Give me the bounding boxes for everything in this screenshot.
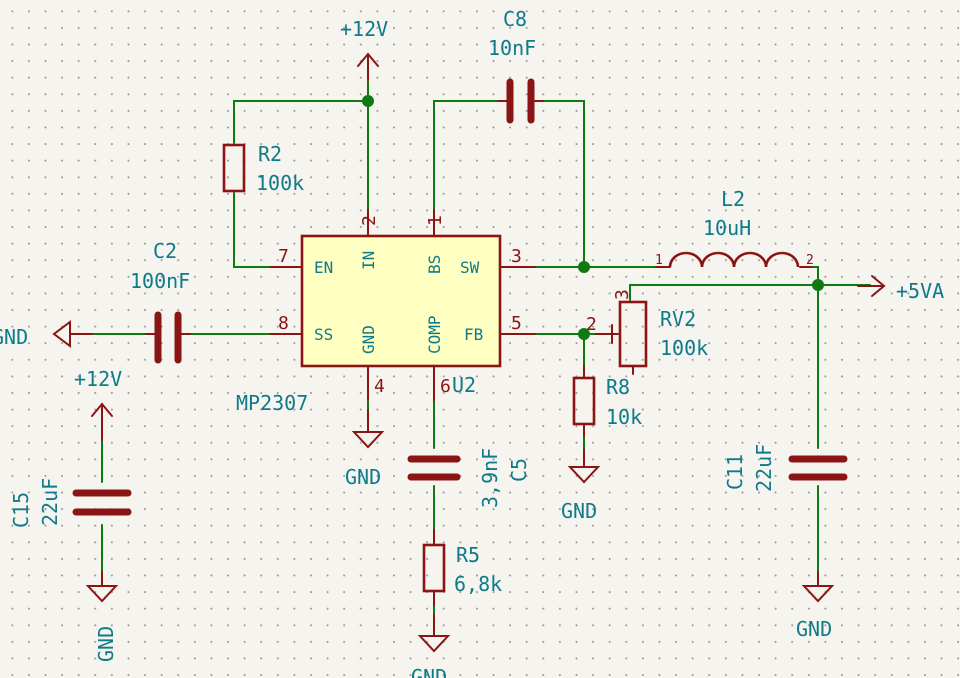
gnd-chip[interactable]: GND — [345, 409, 385, 489]
c2-value: 100nF — [130, 269, 190, 293]
gnd-c5-label: GND — [411, 665, 447, 678]
c8-ref: C8 — [503, 7, 527, 31]
ic-value: MP2307 — [236, 391, 308, 415]
net-label-5va: +5VA — [896, 279, 944, 303]
c15-ref: C15 — [9, 492, 33, 528]
wire-c8-to-sw — [542, 100, 585, 268]
wire-bs-to-c8 — [433, 100, 499, 229]
ic-ref: U2 — [452, 373, 476, 397]
pin-bs-name: BS — [425, 255, 444, 274]
rv2-body — [618, 300, 648, 368]
capacitor-c2[interactable]: C2 100nF — [130, 239, 191, 364]
r2-value: 100k — [256, 171, 304, 195]
gnd-down-icon — [417, 635, 451, 653]
junction-vout — [812, 279, 824, 291]
gnd-down-icon — [351, 431, 385, 449]
resistor-r5[interactable]: R5 6,8k — [422, 529, 502, 606]
c2-ref: C2 — [153, 239, 177, 263]
net-label-12v-left: +12V — [74, 367, 122, 391]
c5-value: 3,9nF — [478, 448, 502, 508]
resistor-r8[interactable]: R8 10k — [572, 365, 642, 437]
power-5va[interactable]: +5VA — [857, 275, 944, 303]
wire-r2-to-12v — [233, 100, 369, 144]
pin-ss-name: SS — [314, 325, 333, 344]
gnd-c11-label: GND — [796, 617, 832, 641]
junctions — [362, 95, 824, 340]
ic-body — [300, 234, 502, 368]
gnd-down-icon — [567, 466, 601, 484]
gnd-chip-label: GND — [345, 465, 381, 489]
l2-pin2: 2 — [806, 253, 814, 268]
rv2-ref: RV2 — [660, 307, 696, 331]
l2-coil — [668, 251, 800, 268]
rv2-value: 100k — [660, 336, 708, 360]
gnd-left-icon — [52, 320, 71, 348]
capacitor-c8[interactable]: C8 10nF — [488, 7, 544, 124]
r5-ref: R5 — [456, 543, 480, 567]
pin-sw-number: 3 — [511, 246, 522, 267]
capacitor-c5[interactable]: 3,9nF C5 — [407, 448, 531, 508]
gnd-down-icon — [85, 585, 119, 603]
r2-ref: R2 — [258, 142, 282, 166]
potentiometer-rv2[interactable]: 2 3 RV2 100k — [586, 289, 708, 375]
pin-ss-number: 8 — [278, 313, 289, 334]
pin-comp-number: 6 — [440, 376, 451, 397]
pin-comp-name: COMP — [425, 315, 444, 354]
pin-sw-name: SW — [460, 258, 480, 277]
r8-ref: R8 — [606, 375, 630, 399]
c8-value: 10nF — [488, 36, 536, 60]
l2-pin1: 1 — [655, 253, 663, 268]
rv2-pin2: 2 — [586, 314, 597, 335]
gnd-c15-label: GND — [94, 626, 118, 662]
c11-value: 22uF — [752, 444, 776, 492]
junction-12v — [362, 95, 374, 107]
power-12v-top[interactable]: +12V — [340, 17, 388, 81]
c11-ref: C11 — [723, 454, 747, 490]
ic-u2[interactable]: 7 8 3 5 4 6 2 1 EN SS SW FB IN BS GND CO… — [236, 209, 536, 415]
r5-value: 6,8k — [454, 572, 502, 596]
gnd-r8[interactable]: GND — [561, 449, 601, 523]
r8-body — [572, 376, 596, 426]
pin-en-name: EN — [314, 258, 333, 277]
pin-gnd-name: GND — [359, 325, 378, 354]
inductor-l2[interactable]: 1 2 L2 10uH — [655, 187, 814, 268]
pin-fb-name: FB — [464, 325, 483, 344]
gnd-c11[interactable]: GND — [796, 571, 835, 641]
rv2-pin3: 3 — [612, 289, 633, 300]
net-label-12v-top: +12V — [340, 17, 388, 41]
gnd-c5[interactable]: GND — [411, 614, 451, 678]
c5-ref: C5 — [507, 458, 531, 482]
l2-value: 10uH — [703, 216, 751, 240]
capacitor-c15[interactable]: C15 22uF — [9, 478, 132, 528]
junction-sw — [578, 261, 590, 273]
resistor-r2[interactable]: R2 100k — [222, 142, 304, 195]
pin-en-number: 7 — [278, 246, 289, 267]
pin-in-number: 2 — [359, 215, 380, 226]
gnd-ss[interactable]: GND — [0, 320, 93, 349]
r8-value: 10k — [606, 405, 642, 429]
r2-body — [222, 143, 246, 193]
pin-bs-number: 1 — [425, 215, 446, 226]
gnd-ss-label: GND — [0, 325, 28, 349]
gnd-down-icon — [801, 585, 835, 603]
r5-body — [422, 543, 446, 593]
junction-fb — [578, 328, 590, 340]
pin-fb-number: 5 — [511, 313, 522, 334]
power-12v-left[interactable]: +12V — [74, 367, 122, 441]
gnd-r8-label: GND — [561, 499, 597, 523]
pin-in-name: IN — [359, 251, 378, 270]
pin-gnd-number: 4 — [374, 376, 385, 397]
l2-ref: L2 — [721, 187, 745, 211]
c15-value: 22uF — [38, 478, 62, 526]
capacitor-c11[interactable]: C11 22uF — [723, 444, 848, 492]
gnd-c15[interactable]: GND — [85, 571, 119, 662]
